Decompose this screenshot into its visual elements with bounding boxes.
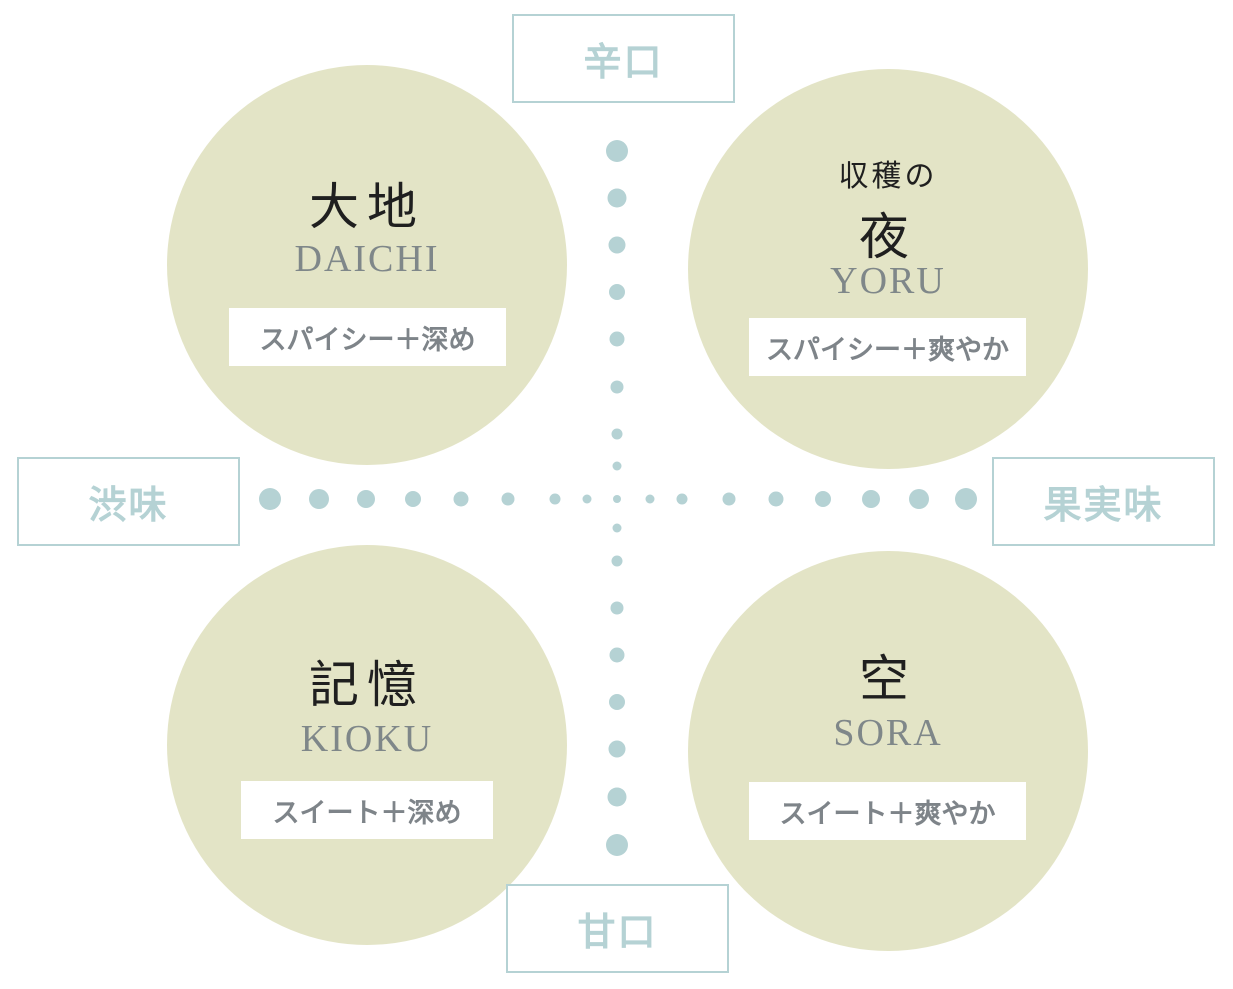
axis-dot-center <box>613 495 621 503</box>
axis-dot <box>909 489 929 509</box>
axis-label-left: 渋味 <box>17 457 240 546</box>
axis-dot <box>610 380 624 394</box>
quadrant-yoru-prefix-jp: 収穫の <box>838 159 938 194</box>
quadrant-daichi: 大地 DAICHI スパイシー＋深め <box>167 65 567 465</box>
axis-dot <box>582 494 592 504</box>
quadrant-kioku: 記憶 KIOKU スイート＋深め <box>167 545 567 945</box>
quadrant-daichi-name-en: DAICHI <box>294 238 440 280</box>
axis-label-top: 辛口 <box>512 14 735 103</box>
quadrant-daichi-name-jp: 大地 <box>309 178 425 236</box>
axis-label-bottom: 甘口 <box>506 884 729 973</box>
axis-dot <box>309 489 329 509</box>
axis-dot <box>259 488 281 510</box>
quadrant-daichi-tag: スパイシー＋深め <box>229 308 506 366</box>
axis-dot <box>453 491 469 507</box>
axis-dot <box>501 492 515 506</box>
axis-dot <box>608 236 626 254</box>
quadrant-yoru-tag: スパイシー＋爽やか <box>749 318 1026 376</box>
axis-label-right: 果実味 <box>992 457 1215 546</box>
quadrant-sora-name-jp: 空 <box>859 650 917 708</box>
axis-dot <box>609 694 625 710</box>
axis-dot <box>815 491 831 507</box>
quadrant-yoru: 収穫の 夜 YORU スパイシー＋爽やか <box>688 69 1088 469</box>
axis-dot <box>607 188 627 208</box>
axis-dot <box>676 493 688 505</box>
axis-dot <box>722 492 736 506</box>
quadrant-kioku-name-jp: 記憶 <box>309 656 425 714</box>
axis-dot <box>862 490 880 508</box>
axis-dot <box>549 493 561 505</box>
quadrant-kioku-tag: スイート＋深め <box>241 781 493 839</box>
axis-dot <box>768 491 784 507</box>
quadrant-sora-name-en: SORA <box>833 712 943 754</box>
axis-dot <box>607 787 627 807</box>
axis-dot <box>606 140 628 162</box>
axis-dot <box>611 428 623 440</box>
axis-dot <box>612 461 622 471</box>
quadrant-sora: 空 SORA スイート＋爽やか <box>688 551 1088 951</box>
axis-dot <box>609 284 625 300</box>
axis-dot <box>612 523 622 533</box>
quadrant-sora-tag: スイート＋爽やか <box>749 782 1026 840</box>
axis-dot <box>609 647 625 663</box>
axis-dot <box>611 555 623 567</box>
axis-dot <box>606 834 628 856</box>
quadrant-yoru-name-en: YORU <box>830 260 946 302</box>
axis-dot <box>608 740 626 758</box>
quadrant-kioku-name-en: KIOKU <box>300 718 434 760</box>
axis-dot <box>955 488 977 510</box>
axis-dot <box>645 494 655 504</box>
axis-dot <box>609 331 625 347</box>
quadrant-yoru-name-jp: 夜 <box>859 208 917 266</box>
axis-dot <box>610 601 624 615</box>
axis-dot <box>405 491 421 507</box>
axis-dot <box>357 490 375 508</box>
